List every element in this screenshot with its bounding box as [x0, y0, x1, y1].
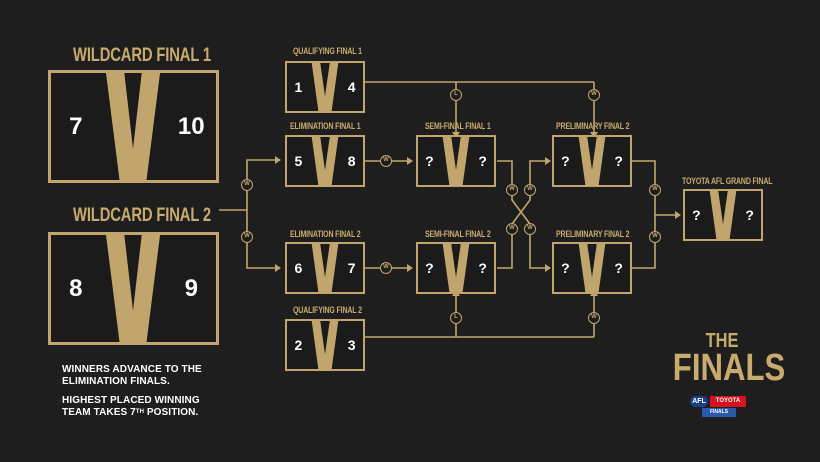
brand-the: THE — [705, 330, 739, 352]
winner-badge-icon: W — [506, 223, 518, 235]
team-right-seed: ? — [614, 260, 623, 276]
finals-series-logo: FINALS — [702, 408, 736, 417]
qf2-title: QUALIFYING FINAL 2 — [293, 305, 362, 315]
qf1-title: QUALIFYING FINAL 1 — [293, 46, 362, 56]
team-left-seed: 2 — [294, 337, 303, 353]
winner-badge-icon: W — [241, 231, 253, 243]
team-right-seed: 9 — [184, 274, 198, 302]
team-left-seed: 1 — [294, 79, 303, 95]
v-emblem-icon — [578, 137, 606, 185]
team-left-seed: 7 — [69, 112, 83, 140]
brand-finals: FINALS — [672, 347, 786, 389]
team-left-seed: 8 — [69, 274, 83, 302]
team-right-seed: 4 — [347, 79, 356, 95]
loser-badge-icon: L — [450, 312, 462, 324]
wildcard-final-2-title: WILDCARD FINAL 2 — [73, 205, 212, 226]
team-left-seed: ? — [425, 153, 434, 169]
team-right-seed: ? — [614, 153, 623, 169]
v-emblem-icon — [311, 244, 339, 292]
team-left-seed: 6 — [294, 260, 303, 276]
pf2-match-box[interactable]: ?? — [552, 242, 632, 294]
winner-badge-icon: W — [588, 89, 600, 101]
team-right-seed: ? — [745, 207, 754, 223]
winner-badge-icon: W — [241, 179, 253, 191]
team-right-seed: ? — [478, 260, 487, 276]
v-emblem-icon — [442, 137, 470, 185]
v-emblem-icon — [311, 63, 339, 111]
winner-badge-icon: W — [649, 231, 661, 243]
team-right-seed: 3 — [347, 337, 356, 353]
sf1-title: SEMI-FINAL FINAL 1 — [425, 121, 491, 131]
team-right-seed: 10 — [177, 112, 205, 140]
ef2-title: ELIMINATION FINAL 2 — [290, 229, 361, 239]
pf1-match-box[interactable]: ?? — [552, 135, 632, 187]
wildcard-final-1-box[interactable]: 7 10 — [48, 70, 219, 183]
wildcard-final-2-box[interactable]: 8 9 — [48, 232, 219, 345]
team-left-seed: ? — [561, 260, 570, 276]
v-emblem-icon — [311, 137, 339, 185]
winner-badge-icon: W — [524, 223, 536, 235]
team-left-seed: ? — [561, 153, 570, 169]
sponsor-logos: AFL TOYOTA FINALS — [690, 393, 754, 419]
v-emblem-icon — [709, 191, 737, 239]
team-right-seed: 7 — [347, 260, 356, 276]
ef1-title: ELIMINATION FINAL 1 — [290, 121, 361, 131]
sf2-match-box[interactable]: ?? — [416, 242, 496, 294]
v-emblem-icon — [106, 235, 161, 342]
team-right-seed: ? — [478, 153, 487, 169]
team-left-seed: 5 — [294, 153, 303, 169]
winner-badge-icon: W — [524, 184, 536, 196]
v-emblem-icon — [442, 244, 470, 292]
toyota-logo: TOYOTA — [710, 396, 746, 407]
sf2-title: SEMI-FINAL FINAL 2 — [425, 229, 491, 239]
pf2-title: PRELIMINARY FINAL 2 — [556, 229, 630, 239]
winner-badge-icon: W — [380, 262, 392, 274]
winner-badge-icon: W — [380, 155, 392, 167]
team-right-seed: 8 — [347, 153, 356, 169]
wildcard-note: WINNERS ADVANCE TO THE ELIMINATION FINAL… — [62, 364, 202, 418]
v-emblem-icon — [311, 321, 339, 369]
winner-badge-icon: W — [588, 312, 600, 324]
v-emblem-icon — [106, 73, 161, 180]
pf1-title: PRELIMINARY FINAL 2 — [556, 121, 630, 131]
winner-badge-icon: W — [506, 184, 518, 196]
gf-match-box[interactable]: ?? — [683, 189, 763, 241]
sf1-match-box[interactable]: ?? — [416, 135, 496, 187]
team-left-seed: ? — [425, 260, 434, 276]
gf-title: TOYOTA AFL GRAND FINAL — [682, 176, 773, 186]
wildcard-final-1-title: WILDCARD FINAL 1 — [73, 45, 212, 66]
v-emblem-icon — [578, 244, 606, 292]
loser-badge-icon: L — [450, 89, 462, 101]
winner-badge-icon: W — [649, 184, 661, 196]
team-left-seed: ? — [692, 207, 701, 223]
afl-logo: AFL — [690, 396, 708, 407]
